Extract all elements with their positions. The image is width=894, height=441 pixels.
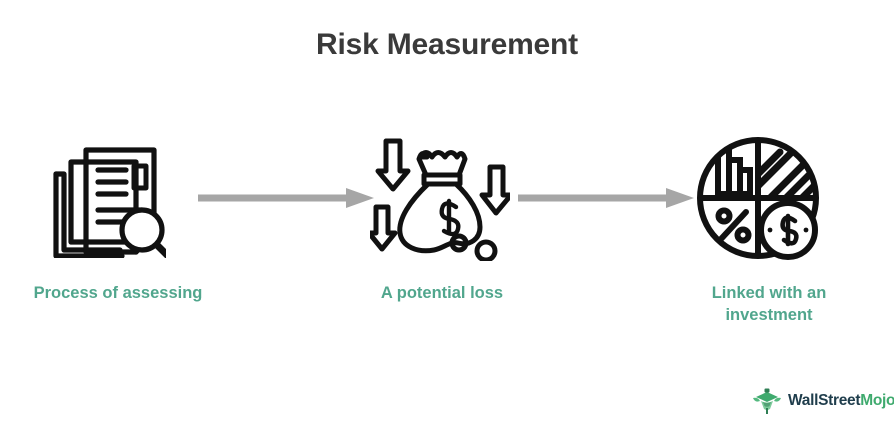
flow-diagram	[0, 128, 894, 268]
flow-step-process-of-assessing	[38, 128, 178, 268]
money-bag-down-arrows-icon	[370, 135, 510, 261]
caption-line-1: Linked with an	[711, 284, 827, 302]
wallstreetmojo-logo-text: WallStreetMojo	[788, 392, 894, 410]
wallstreetmojo-logo[interactable]: WallStreetMojo	[752, 383, 894, 419]
flow-connector-2	[518, 186, 694, 210]
arrow-right-icon	[198, 186, 374, 210]
page-title: Risk Measurement	[316, 28, 578, 61]
flow-step-linked-with-an-investment	[688, 128, 828, 268]
flow-step-caption-linked-with-an-investment: Linked with an investment	[670, 283, 868, 327]
arrow-right-icon	[518, 186, 694, 210]
caption-line-2: investment	[725, 305, 813, 324]
flow-step-caption-process-of-assessing: Process of assessing	[33, 284, 203, 302]
pie-chart-quadrants-icon	[696, 136, 820, 260]
flow-connector-1	[198, 186, 374, 210]
flow-step-caption-a-potential-loss: A potential loss	[380, 284, 504, 302]
logo-text-secondary: Mojo	[860, 392, 894, 409]
documents-magnifier-icon	[50, 138, 166, 258]
wallstreetmojo-mascot-icon	[752, 386, 782, 416]
flow-step-a-potential-loss	[370, 128, 510, 268]
logo-text-primary: WallStreet	[788, 392, 861, 409]
